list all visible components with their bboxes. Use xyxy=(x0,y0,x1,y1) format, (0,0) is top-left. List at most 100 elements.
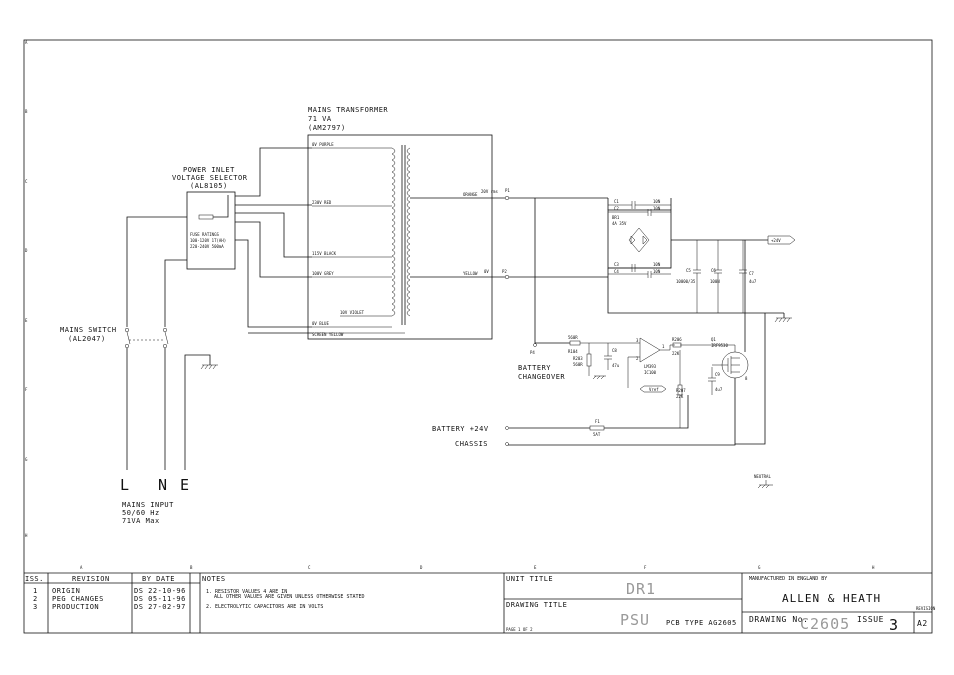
tb-drawing-title-label: DRAWING TITLE xyxy=(506,601,567,609)
q1-pin: 8 xyxy=(745,376,748,381)
rev-number: 2 xyxy=(33,595,38,603)
tap-115v-black: 115V BLACK xyxy=(312,251,337,256)
wire-changeover-sense xyxy=(534,198,570,344)
tb-notes: NOTES xyxy=(202,575,226,583)
chassis-ground-link xyxy=(735,313,766,445)
tap-0v-purple: 0V PURPLE xyxy=(312,142,334,147)
c9-label: C9 xyxy=(715,372,720,377)
pin2-label: 2 xyxy=(636,356,639,361)
tb-unit-title-label: UNIT TITLE xyxy=(506,575,553,583)
grid-col-label: H xyxy=(872,565,875,570)
c8-label: C8 xyxy=(612,348,617,353)
transformer-box xyxy=(307,134,493,340)
inlet-title-1: POWER INLET xyxy=(183,166,235,174)
tb-unit-title: DR1 xyxy=(626,580,656,598)
grid-col-label: F xyxy=(644,565,647,570)
wire-inlet-line xyxy=(126,216,187,327)
wire-inlet-blue xyxy=(235,239,312,328)
c2-value: 10N xyxy=(653,206,661,211)
rev-number: 3 xyxy=(33,603,38,611)
vref-flag xyxy=(639,385,667,393)
c2-label: C2 xyxy=(614,206,619,211)
tb-drawing-no: C2605 xyxy=(800,615,850,633)
switch-blade-1 xyxy=(126,331,131,345)
tb-drawing-title: PSU xyxy=(620,611,650,629)
r1-ref: R104 xyxy=(568,349,578,354)
secondary-winding xyxy=(406,147,411,317)
opamp-output xyxy=(660,344,690,351)
c9-value: 4u7 xyxy=(715,387,723,392)
ic-ref: IC100 xyxy=(644,370,657,375)
opamp-ref-wire xyxy=(627,356,640,388)
tb-revision: REVISION xyxy=(72,575,110,583)
transformer-rating: 71 VA xyxy=(308,115,332,123)
q1-gate-feed xyxy=(690,344,736,352)
tap-screen-yellow: SCREEN YELLOW xyxy=(312,332,344,337)
inlet-fuse-1: FUSE RATINGS xyxy=(190,232,219,237)
p2-label: P2 xyxy=(502,269,507,274)
tb-note-1: 1. RESISTOR VALUES 4 ARE IN xyxy=(206,589,287,595)
line-l: L xyxy=(120,476,130,494)
c2-plates xyxy=(647,209,652,216)
q1-to-chassis xyxy=(508,378,736,446)
wire-inlet-0v xyxy=(235,147,312,197)
gnd-changeover xyxy=(592,375,606,380)
grid-row-label: F xyxy=(25,387,28,392)
q1-label: Q1 xyxy=(711,337,716,342)
grid-col-label: D xyxy=(420,565,423,570)
tb-manufactured: MANUFACTURED IN ENGLAND BY xyxy=(749,576,827,582)
tb-note-2: 2. ELECTROLYTIC CAPACITORS ARE IN VOLTS xyxy=(206,604,323,610)
line-n: N xyxy=(158,476,168,494)
f1-fuse xyxy=(589,425,605,431)
ground-symbol xyxy=(774,317,792,323)
sec-orange-v: 20V rms xyxy=(481,189,498,194)
c9-symbol xyxy=(708,367,716,395)
mains-freq: 50/60 Hz xyxy=(122,509,160,517)
rev-number: 1 xyxy=(33,587,38,595)
tb-page: PAGE 1 OF 2 xyxy=(506,627,533,632)
connector-p4 xyxy=(533,343,537,347)
output-flag xyxy=(767,235,796,245)
c1-label: C1 xyxy=(614,199,619,204)
c6-value: 100N xyxy=(710,279,720,284)
grid-row-label: D xyxy=(25,248,28,253)
tap-100v-grey: 100V GREY xyxy=(312,271,334,276)
tb-issue: 3 xyxy=(889,616,899,634)
wire-inlet-115v xyxy=(235,212,312,258)
c1-value: 10N xyxy=(653,199,661,204)
r1-label: 560R xyxy=(568,335,578,340)
grid-col-label: B xyxy=(190,565,193,570)
c3-plates xyxy=(631,264,636,272)
wire-inlet-internal xyxy=(213,195,229,218)
tap-10v-violet: 10V VIOLET xyxy=(340,310,365,315)
c1-plates xyxy=(631,201,636,209)
switch-blade-2 xyxy=(164,331,169,345)
c7-symbol xyxy=(739,240,747,313)
r2-ref: R203 xyxy=(573,356,583,361)
grid-row-label: B xyxy=(25,109,28,114)
inlet-box xyxy=(186,191,236,270)
f1-value: 5AT xyxy=(593,432,601,437)
rev-by-date: DS 05-11-96 xyxy=(134,595,186,603)
switch-contact-3 xyxy=(124,343,130,349)
bridge-diamond xyxy=(628,227,650,253)
q1-internal xyxy=(727,356,740,374)
br1-label: BR1 xyxy=(612,215,620,220)
ic-label: LM393 xyxy=(644,364,657,369)
rev-text: PEG CHANGES xyxy=(52,595,104,603)
sec-yellow: YELLOW xyxy=(463,271,478,276)
c5-label: C5 xyxy=(686,268,691,273)
mains-va: 71VA Max xyxy=(122,517,160,525)
battery-label: BATTERY +24V xyxy=(432,425,489,433)
neutral-ground-label: NEUTRAL xyxy=(754,474,771,479)
grid-col-label: A xyxy=(80,565,83,570)
c6-symbol xyxy=(714,240,722,313)
pin3-label: 3 xyxy=(636,338,639,343)
switch-contact-1 xyxy=(124,327,130,333)
tb-pcb-type: PCB TYPE AG2605 xyxy=(666,619,737,627)
inlet-title-2: VOLTAGE SELECTOR xyxy=(172,174,248,182)
c7-label: C7 xyxy=(749,271,754,276)
connector-p1 xyxy=(504,195,510,201)
tap-230v-red: 230V RED xyxy=(312,200,332,205)
